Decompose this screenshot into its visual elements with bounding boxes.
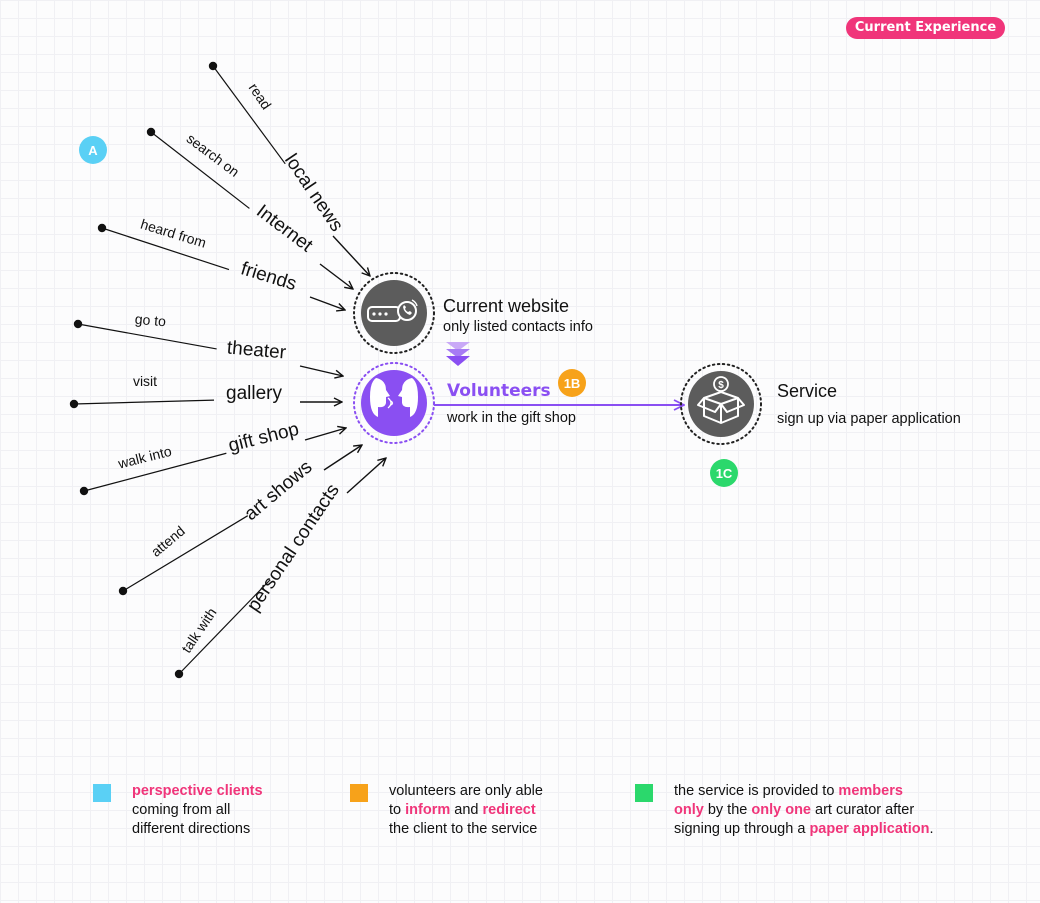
badge-a: A [79,136,107,164]
source-dot [79,486,89,496]
legend-line: signing up through a paper application. [674,820,934,839]
source-arrow [332,235,370,276]
legend-highlight: redirect [482,802,536,818]
legend-segment: coming from all [132,802,231,818]
legend-segment: . [929,821,934,837]
legend-swatch [635,784,653,802]
source-dot [73,319,83,329]
legend-line: perspective clients [132,782,263,801]
legend-highlight: paper application [809,821,930,837]
website-subtitle: only listed contacts info [443,319,593,335]
source-verb-label: go to [134,311,167,330]
website-contact-icon [367,299,418,322]
legend-segment: and [450,802,483,818]
legend-highlight: members [838,783,903,799]
current-experience-tag: Current Experience [846,17,1005,39]
legend-line: different directions [132,820,263,839]
source-friends: heard from friends [97,216,345,310]
source-dot [174,669,184,679]
source-line [73,399,215,405]
source-arrow [299,365,343,376]
legend-segment: volunteers are only able [389,783,543,799]
legend-text: perspective clients coming from all differ… [132,782,263,839]
service-node: $ Service sign up via paper application [680,363,961,445]
badge-1c: 1C [710,459,738,487]
conversation-faces-icon [370,378,418,417]
source-channel-label: Internet [252,201,317,257]
source-verb-label: visit [133,373,157,389]
source-verb-label: attend [148,523,188,560]
source-channel-label: friends [238,258,299,295]
legend-highlight: only one [751,802,811,818]
source-arrow [346,458,386,494]
legend-swatch [93,784,111,802]
legend-segment: to [389,802,406,818]
source-line [77,323,217,350]
legend-line: to inform and redirect [389,801,543,820]
service-title: Service [777,381,837,401]
legend-line: only by the only one art curator after [674,801,934,820]
source-line [178,579,271,675]
volunteers-subtitle: work in the gift shop [446,410,576,426]
source-line [122,515,249,592]
legend-line: the client to the service [389,820,543,839]
service-subtitle: sign up via paper application [777,411,961,427]
source-channel-label: gift shop [226,419,301,457]
website-node: Current website only listed contacts inf… [353,272,593,354]
website-title: Current website [443,296,569,316]
volunteers-node: Volunteers work in the gift shop [353,362,576,444]
source-arrow [304,428,346,441]
legend-segment: different directions [132,821,251,837]
legend-text: volunteers are only able to inform and re… [389,782,543,839]
money-box-icon: $ [697,376,745,424]
legend-line: volunteers are only able [389,782,543,801]
source-dot [146,127,156,137]
source-dot [69,399,79,409]
legend-segment: signing up through a [674,821,810,837]
legend-swatch [350,784,368,802]
legend-highlight: only [674,802,704,818]
source-line [83,452,227,492]
down-chevrons-icon [446,342,470,366]
source-arrow [323,445,362,471]
source-dot [118,586,128,596]
badge-1b: 1B [558,369,586,397]
source-verb-label: search on [184,130,243,180]
source-line [101,227,230,271]
legend-line: the service is provided to members [674,782,934,801]
source-verb-label: heard from [139,216,208,251]
legend-line: coming from all [132,801,263,820]
source-line [150,131,250,209]
legend-highlight: inform [405,802,451,818]
svg-text:$: $ [718,380,724,391]
source-verb-label: talk with [178,605,220,656]
source-gallery: visit gallery [69,373,342,409]
svg-text:1C: 1C [716,466,733,481]
source-verb-label: read [246,80,275,112]
source-gift-shop: walk into gift shop [79,419,346,496]
legend-segment: art curator after [811,802,915,818]
source-channel-label: theater [226,337,287,363]
legend-highlight: perspective clients [132,783,263,799]
volunteers-title: Volunteers [447,381,551,401]
source-dot [208,61,218,71]
source-channel-label: gallery [226,383,282,404]
source-arrow [319,263,353,289]
source-theater: go to theater [73,311,343,376]
legend-segment: the client to the service [389,821,538,837]
svg-text:A: A [88,143,98,158]
legend-segment: by the [703,802,752,818]
svg-text:1B: 1B [564,376,581,391]
legend-segment: the service is provided to [674,783,839,799]
source-line [212,65,286,165]
source-dot [97,223,107,233]
source-arrow [309,296,345,310]
source-verb-label: walk into [115,443,173,472]
